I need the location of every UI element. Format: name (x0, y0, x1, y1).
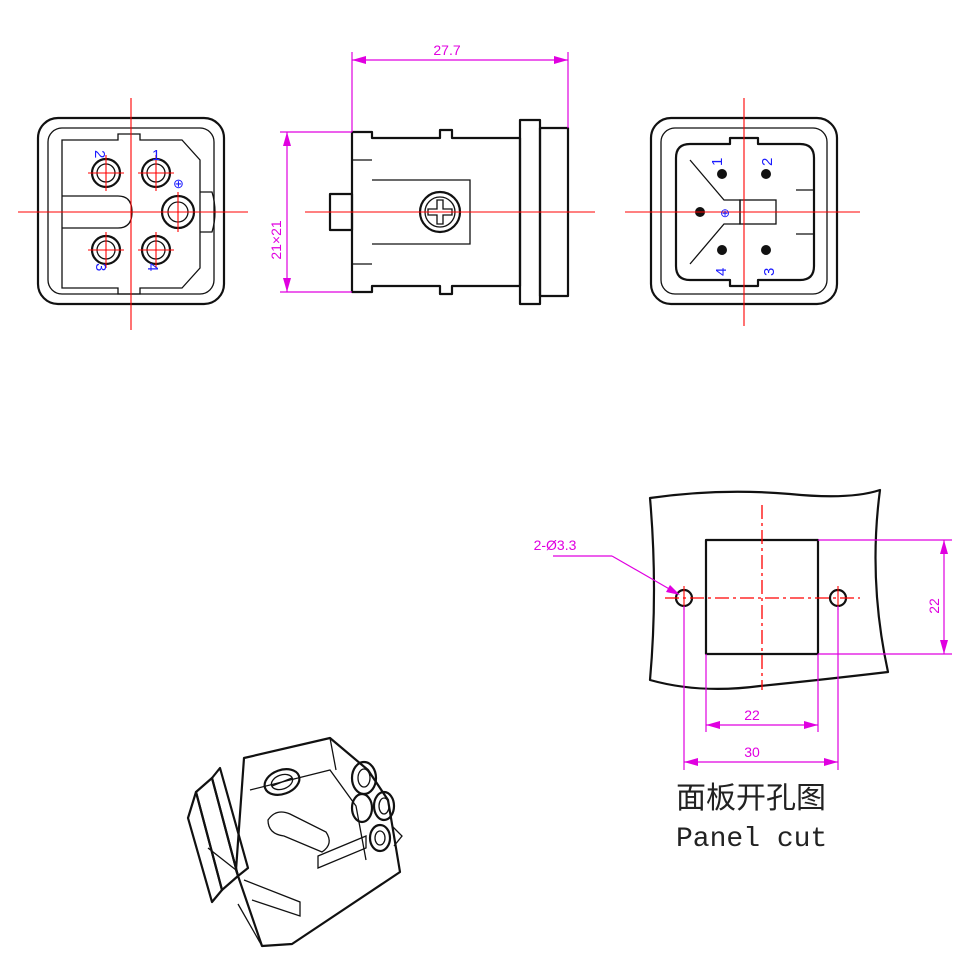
hole-spacing-dimension: 30 (683, 606, 839, 770)
panel-cut-caption-en: Panel cut (676, 824, 827, 855)
length-dimension-label: 27.7 (433, 42, 460, 58)
hole-diameter-leader: 2-Ø3.3 (534, 537, 680, 595)
front-pin-label-1: 1 (152, 147, 160, 164)
side-view: 27.7 21×21 (268, 42, 595, 306)
panel-outline (648, 488, 890, 691)
side-length-dimension: 27.7 (351, 42, 569, 132)
rear-pin-label-4: 4 (713, 268, 730, 276)
hole-spacing-label: 30 (744, 744, 760, 760)
side-screw-cross (427, 199, 453, 225)
hole-diameter-label: 2-Ø3.3 (534, 537, 577, 553)
rear-pin-label-2: 2 (759, 158, 776, 166)
rear-view: 1 2 3 4 ⊕ (625, 98, 860, 326)
panel-height-dimension: 22 (818, 539, 952, 655)
panel-width-dimension: 22 (705, 654, 819, 732)
front-ground-symbol-icon: ⊕ (173, 176, 184, 191)
iso-contact-4 (368, 823, 392, 853)
iso-screw-icon (263, 768, 301, 796)
panel-cut-caption-cn: 面板开孔图 (676, 781, 826, 816)
front-insert-outline (61, 133, 201, 295)
front-view: 1 2 3 4 ⊕ (18, 98, 248, 330)
iso-key-slot (317, 835, 367, 869)
side-section-dimension: 21×21 (268, 131, 352, 293)
panel-height-label: 22 (926, 598, 942, 614)
front-pin-label-2: 2 (91, 150, 108, 158)
rear-ground-symbol-icon: ⊕ (720, 206, 730, 220)
front-centerlines (18, 98, 248, 330)
iso-body-outline (234, 736, 402, 948)
isometric-view (186, 736, 403, 948)
panel-cut-view: 2-Ø3.3 22 22 30 面板开孔图 Panel cu (534, 488, 952, 855)
front-pin-label-4: 4 (144, 263, 161, 271)
section-dimension-label: 21×21 (268, 220, 284, 260)
panel-width-label: 22 (744, 707, 760, 723)
rear-pin-label-1: 1 (709, 158, 726, 166)
rear-insert-outline (674, 136, 816, 288)
iso-contact-3 (372, 790, 396, 822)
rear-pin-label-3: 3 (761, 268, 778, 276)
iso-contact-2 (350, 792, 374, 824)
front-pin-label-3: 3 (92, 263, 109, 271)
